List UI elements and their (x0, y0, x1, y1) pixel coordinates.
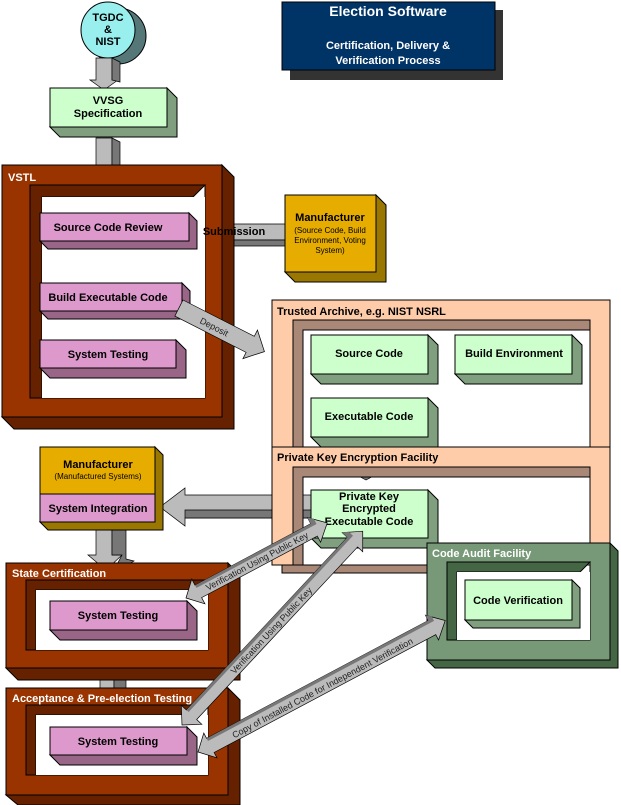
svg-text:System Testing: System Testing (78, 736, 159, 748)
svg-text:Private Key: Private Key (339, 491, 400, 503)
source-code-box: Source Code (309, 333, 439, 385)
svg-text:Trusted Archive, e.g. NIST NSR: Trusted Archive, e.g. NIST NSRL (277, 306, 446, 318)
encrypted-executable-code-box: Private Key Encrypted Executable Code (309, 488, 439, 549)
state-system-testing-box: System Testing (48, 599, 198, 641)
svg-text:VVSG: VVSG (93, 95, 124, 107)
svg-text:Manufacturer: Manufacturer (63, 459, 133, 471)
private-key-encryption-facility-frame: Private Key Encryption Facility (271, 446, 611, 574)
vstl-system-testing-box: System Testing (38, 338, 187, 379)
svg-text:Executable Code: Executable Code (325, 516, 414, 528)
svg-text:Code Verification: Code Verification (473, 595, 563, 607)
code-verification-box: Code Verification (463, 578, 581, 629)
svg-text:Source Code: Source Code (335, 348, 403, 360)
svg-text:System Integration: System Integration (48, 503, 147, 515)
build-executable-code-box: Build Executable Code (38, 281, 191, 320)
manufacturer-systems-box: Manufacturer (Manufactured Systems) (38, 445, 164, 531)
build-environment-box: Build Environment (453, 333, 583, 385)
svg-text:Acceptance & Pre-election Test: Acceptance & Pre-election Testing (12, 693, 192, 705)
submission-label: Submission (203, 226, 266, 238)
svg-text:TGDC: TGDC (92, 12, 123, 24)
svg-text:Environment, Voting: Environment, Voting (294, 236, 366, 245)
svg-text:Build Environment: Build Environment (465, 348, 563, 360)
deposit-arrow: Deposit (174, 299, 265, 360)
executable-code-box: Executable Code (309, 396, 439, 448)
svg-text:Manufacturer: Manufacturer (295, 212, 365, 224)
svg-text:NIST: NIST (95, 36, 120, 48)
title-box: Election Software Certification, Deliver… (281, 1, 503, 80)
svg-text:System Testing: System Testing (68, 349, 149, 361)
manufacturer-box: Manufacturer (Source Code, Build Environ… (283, 193, 387, 283)
acceptance-system-testing-box: System Testing (48, 725, 198, 766)
svg-text:Executable Code: Executable Code (325, 411, 414, 423)
system-integration-box: System Integration (39, 493, 156, 523)
svg-text:Build Executable Code: Build Executable Code (48, 292, 167, 304)
svg-text:Specification: Specification (74, 108, 143, 120)
vvsg-specification-box: VVSG Specification (48, 86, 178, 138)
svg-text:&: & (104, 24, 112, 36)
svg-text:Verification Using Public Key: Verification Using Public Key (229, 585, 315, 676)
source-code-review-box: Source Code Review (38, 211, 198, 250)
svg-text:State Certification: State Certification (12, 568, 106, 580)
tgdc-nist-node: TGDC & NIST (80, 1, 147, 65)
svg-text:Encrypted: Encrypted (342, 503, 396, 515)
subtitle-line: Certification, Delivery & (326, 40, 450, 52)
svg-text:(Manufactured Systems): (Manufactured Systems) (54, 472, 141, 481)
svg-text:System): System) (315, 246, 345, 255)
svg-text:Code Audit Facility: Code Audit Facility (432, 548, 532, 560)
title-text: Election Software (329, 3, 447, 19)
svg-text:Private Key Encryption Facilit: Private Key Encryption Facility (277, 452, 439, 464)
subtitle-line: Verification Process (335, 55, 440, 67)
vstl-label: VSTL (8, 172, 36, 184)
svg-text:System Testing: System Testing (78, 610, 159, 622)
svg-text:(Source Code, Build: (Source Code, Build (294, 226, 366, 235)
svg-text:Source Code Review: Source Code Review (54, 222, 163, 234)
